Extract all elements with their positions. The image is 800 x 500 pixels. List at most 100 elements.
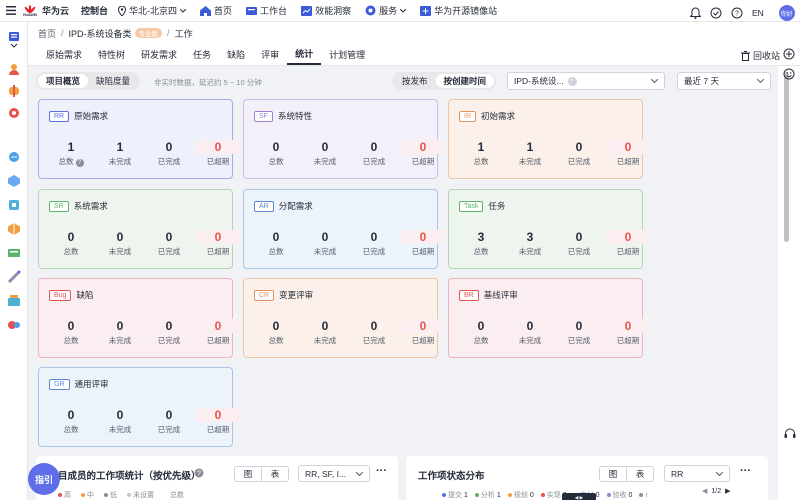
region-selector[interactable]: 华北-北京四 (118, 4, 187, 17)
recycle-bin-button[interactable]: 回收站 (740, 49, 780, 62)
nav-services[interactable]: 服务 (365, 4, 407, 17)
build-icon[interactable] (7, 198, 21, 212)
help-icon[interactable]: ? (194, 468, 204, 478)
legend-item[interactable]: 中 (81, 490, 94, 500)
bug-icon[interactable] (7, 84, 21, 98)
settings-icon[interactable] (7, 106, 21, 120)
guide-floating-button[interactable]: 指引 (28, 463, 60, 495)
breadcrumb-home[interactable]: 首页 (38, 28, 57, 39)
table-view-button[interactable]: 表 (626, 466, 654, 482)
help-icon[interactable]: ? (731, 7, 743, 19)
pager-prev-icon[interactable]: ◀ (702, 488, 708, 495)
code-hub-icon[interactable] (7, 150, 21, 164)
nav-mirror[interactable]: 华为开源镜像站 (420, 4, 497, 17)
nav-home[interactable]: 首页 (200, 4, 232, 17)
work-item-type-select[interactable]: RR, SF, I... (298, 465, 370, 482)
chart-view-button[interactable]: 图 (599, 466, 627, 482)
breadcrumb-project[interactable]: IPD-系统设备类 (68, 28, 132, 39)
brand-name[interactable]: 华为云 (42, 6, 70, 16)
artifact-icon[interactable] (7, 294, 21, 308)
menu-icon[interactable] (0, 6, 22, 15)
tab-by-release[interactable]: 按发布 (402, 76, 428, 86)
language-switch[interactable]: EN (752, 8, 764, 18)
project-switch-icon[interactable] (7, 32, 21, 48)
legend-item[interactable]: 总数 (164, 490, 184, 500)
tab-defects[interactable]: 缺陷 (227, 49, 246, 60)
smile-feedback-icon[interactable] (783, 68, 795, 80)
legend-item[interactable]: 未设置 (127, 490, 154, 500)
deploy-icon[interactable] (7, 222, 21, 236)
chart-view-button[interactable]: 图 (234, 466, 262, 482)
tab-tasks[interactable]: 任务 (193, 49, 212, 60)
console-link[interactable]: 控制台 (81, 6, 109, 16)
scrollbar-thumb[interactable] (784, 72, 789, 242)
clear-icon[interactable]: × (567, 76, 577, 86)
date-range-select[interactable]: 最近 7 天 (677, 72, 771, 90)
help-icon[interactable]: ? (75, 159, 84, 167)
nav-workbench[interactable]: 工作台 (246, 4, 287, 17)
legend-item[interactable]: 高 (58, 490, 71, 500)
tab-statistics[interactable]: 统计 (287, 43, 322, 65)
bell-icon[interactable] (690, 7, 701, 19)
vertical-scrollbar[interactable] (778, 66, 800, 500)
repo-icon[interactable] (7, 318, 21, 332)
grid-apps-icon[interactable] (783, 48, 795, 60)
tab-defect-metrics[interactable]: 缺陷度量 (96, 76, 131, 86)
legend-item[interactable]: 低 (104, 490, 117, 500)
floating-control-chip[interactable]: ◀ ▶ (562, 493, 596, 500)
tab-by-created-time[interactable]: 按创建时间 (435, 74, 495, 88)
tab-original-requirements[interactable]: 原始需求 (46, 49, 83, 60)
pager-next-icon[interactable]: ▶ (725, 488, 731, 495)
huawei-logo[interactable]: HUAWEI (22, 4, 38, 17)
more-options-icon[interactable]: ··· (376, 465, 387, 477)
legend-item[interactable]: i (639, 490, 649, 500)
member-icon[interactable] (7, 62, 21, 76)
table-view-button[interactable]: 表 (261, 466, 289, 482)
more-options-icon[interactable]: ··· (740, 465, 751, 477)
tab-plan-management[interactable]: 计划管理 (329, 49, 366, 60)
nav-insight[interactable]: 效能洞察 (301, 4, 351, 17)
tab-dev-requirements[interactable]: 研发需求 (141, 49, 178, 60)
tab-feature-tree[interactable]: 特性树 (98, 49, 126, 60)
